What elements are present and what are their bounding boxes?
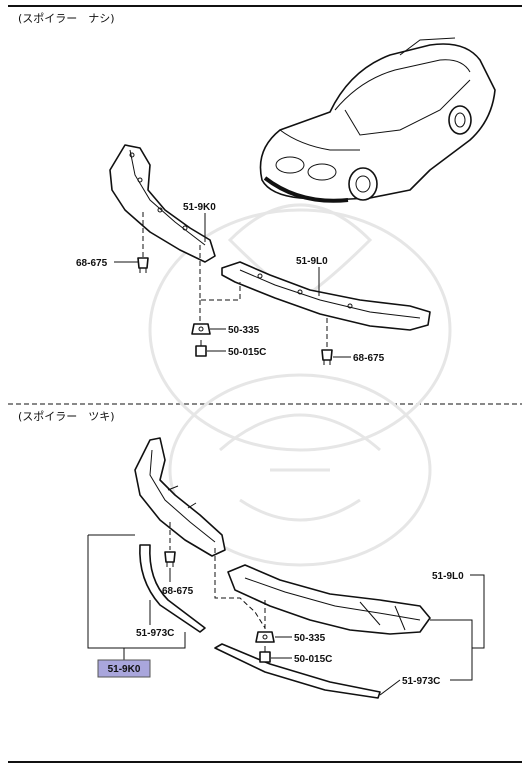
callout-50-015c: 50-015C — [228, 347, 266, 358]
clip-icon — [137, 257, 149, 273]
bolt-icon — [195, 340, 207, 357]
part-51-9l0-bottom — [227, 564, 431, 635]
car-illustration — [259, 37, 496, 203]
clip-icon — [321, 349, 333, 365]
assembly-line — [214, 548, 266, 629]
part-51-9k0-bottom — [134, 437, 226, 557]
callout-68-675-bottom: 68-675 — [162, 586, 194, 597]
callout-51-9l0-bottom: 51-9L0 — [432, 571, 464, 582]
callout-68-675: 68-675 — [76, 258, 108, 269]
callout-51-973c-left: 51-973C — [136, 628, 174, 639]
callout-51-9k0: 51-9K0 — [183, 202, 216, 213]
callout-50-335-bottom: 50-335 — [294, 633, 326, 644]
callout-51-9l0: 51-9L0 — [296, 256, 328, 267]
section-title-with-spoiler: (スポイラー ツキ) — [18, 410, 115, 423]
callout-50-015c-bottom: 50-015C — [294, 654, 332, 665]
bracket-line — [87, 534, 186, 649]
assembly-line — [199, 245, 241, 301]
nut-icon — [191, 323, 211, 335]
leader-line — [379, 679, 401, 696]
nut-icon — [255, 631, 275, 643]
highlight-part-box[interactable] — [97, 659, 151, 678]
bracket-line — [450, 648, 473, 681]
callout-50-335: 50-335 — [228, 325, 260, 336]
clip-icon — [164, 551, 176, 567]
part-51-9k0-top — [109, 144, 216, 263]
part-51-973c-right — [214, 643, 381, 699]
section-title-no-spoiler: (スポイラー ナシ) — [18, 12, 115, 25]
callout-68-675-right: 68-675 — [353, 353, 385, 364]
bolt-icon — [259, 646, 271, 663]
part-51-973c-left — [139, 544, 206, 633]
callout-51-973c-right: 51-973C — [402, 676, 440, 687]
highlight-part-label[interactable]: 51-9K0 — [108, 664, 141, 675]
bracket-line — [430, 574, 485, 649]
part-51-9l0-top — [221, 261, 431, 331]
watermark-crest — [148, 203, 452, 567]
